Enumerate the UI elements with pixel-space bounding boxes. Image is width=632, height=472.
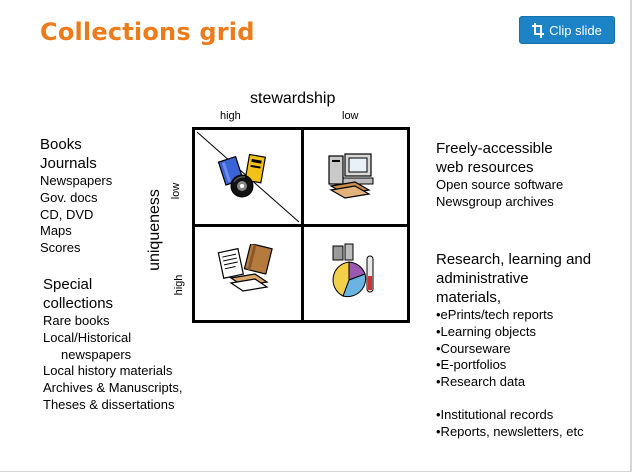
- right-top-big-item: Freely-accessible: [436, 140, 553, 157]
- left-bottom-item: newspapers: [43, 346, 132, 362]
- clip-slide-button[interactable]: Clip slide: [519, 16, 615, 44]
- clip-icon: [532, 22, 545, 38]
- right-top-list: Freely-accessible web resources Open sou…: [436, 139, 563, 211]
- computer-books-icon: [325, 148, 381, 205]
- stewardship-axis-label: stewardship: [250, 90, 336, 107]
- left-bottom-item: Local/Historical: [43, 329, 132, 345]
- left-bottom-item: Local history materials: [43, 363, 173, 379]
- right-bottom-item: •E-portfolios: [436, 357, 507, 373]
- row-label-low: low: [170, 182, 182, 200]
- list-spacer: [436, 391, 591, 407]
- right-bottom-list: Research, learning and administrative ma…: [436, 250, 591, 441]
- right-top-item: Newsgroup archives: [436, 193, 554, 209]
- left-bottom-item: Rare books: [43, 313, 110, 328]
- uniqueness-axis-label: uniqueness: [146, 189, 163, 271]
- right-bottom-big-item: materials,: [436, 289, 502, 306]
- left-top-big-item: Journals: [40, 155, 97, 172]
- clip-slide-label: Clip slide: [549, 22, 602, 38]
- left-top-item: CD, DVD: [40, 206, 94, 222]
- left-bottom-item: Archives & Manuscripts,: [43, 380, 183, 396]
- left-top-item: Newspapers: [40, 173, 113, 188]
- pie-chart-test-tube-icon: [327, 242, 377, 303]
- left-top-big-item: Books: [40, 136, 82, 153]
- right-bottom-item: •Research data: [436, 374, 526, 390]
- left-bottom-item: Theses & dissertations: [43, 396, 175, 412]
- left-bottom-big-item: collections: [43, 295, 114, 312]
- right-bottom-big-item: Research, learning and: [436, 251, 592, 268]
- right-bottom-big-item: administrative: [436, 270, 529, 287]
- right-bottom-item: •Institutional records: [436, 406, 554, 422]
- column-label-high: high: [220, 110, 241, 122]
- grid-horizontal-line: [195, 224, 407, 227]
- right-bottom-item: •Learning objects: [436, 323, 536, 339]
- right-top-item: Open source software: [436, 177, 564, 192]
- right-bottom-item: •Courseware: [436, 340, 511, 356]
- right-bottom-item: •Reports, newsletters, etc: [436, 423, 584, 439]
- books-cd-icon: [215, 152, 275, 205]
- slide-title: Collections grid: [40, 18, 255, 46]
- documents-books-icon: [217, 242, 277, 301]
- right-edge-border: [630, 0, 632, 472]
- left-top-item: Gov. docs: [40, 189, 98, 205]
- left-bottom-list: Special collections Rare books Local/His…: [43, 275, 182, 414]
- left-top-item: Scores: [40, 240, 81, 256]
- right-bottom-item: •ePrints/tech reports: [436, 307, 554, 322]
- left-bottom-big-item: Special: [43, 276, 93, 293]
- left-top-list: Books Journals Newspapers Gov. docs CD, …: [40, 135, 112, 257]
- left-top-item: Maps: [40, 223, 72, 239]
- right-top-big-item: web resources: [436, 159, 534, 176]
- collections-grid: [192, 127, 410, 323]
- column-label-low: low: [342, 110, 359, 122]
